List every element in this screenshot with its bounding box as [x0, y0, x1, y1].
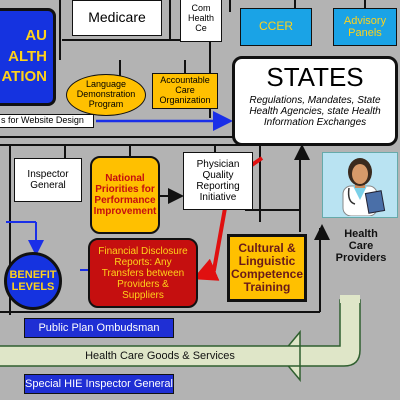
bureau-line-3: ATION — [1, 68, 47, 86]
aco-box: Accountable Care Organization — [152, 73, 218, 109]
cultural-line-1: Cultural & — [238, 240, 296, 255]
physician-line-1: Physician — [196, 159, 240, 170]
language-line-3: Program — [88, 98, 124, 109]
national-line-3: Performance — [94, 195, 156, 206]
financial-line-5: Suppliers — [122, 289, 164, 301]
providers-line-3: Providers — [335, 252, 387, 265]
advisory-line-2: Panels — [348, 27, 382, 39]
national-line-4: Improvement — [93, 206, 157, 217]
providers-line-2: Care — [348, 239, 374, 252]
special-hie-label: Special HIE Inspector General — [25, 377, 173, 390]
national-line-1: National — [105, 173, 145, 184]
commissioner-box: Com Health Ce — [180, 0, 222, 42]
states-subtitle-3: Information Exchanges — [263, 116, 367, 128]
inspector-line-1: Inspector — [27, 169, 69, 180]
aco-line-2: Care — [175, 85, 195, 96]
language-program-box: Language Demonstration Program — [66, 74, 146, 116]
physician-line-4: Initiative — [199, 192, 237, 203]
public-plan-ombudsman-box: Public Plan Ombudsman — [24, 318, 174, 338]
health-care-providers-label: Health Care Providers — [326, 222, 396, 270]
benefit-line-1: BENEFIT — [9, 268, 57, 281]
aco-line-1: Accountable — [160, 75, 210, 86]
cultural-line-2: Linguistic — [238, 253, 296, 268]
website-design-text: s for Website Design — [1, 115, 84, 126]
health-care-goods-label: Health Care Goods & Services — [60, 348, 260, 364]
physician-line-3: Reporting — [196, 181, 240, 192]
financial-line-3: Transfers between — [101, 267, 185, 279]
bureau-line-1: AU — [25, 27, 47, 45]
commissioner-line-1: Com — [191, 3, 211, 14]
national-line-2: Priorities for — [95, 184, 155, 195]
cultural-line-4: Training — [243, 280, 291, 295]
special-hie-inspector-box: Special HIE Inspector General — [24, 374, 174, 394]
language-line-1: Language — [85, 79, 127, 90]
bureau-line-2: ALTH — [8, 47, 47, 65]
cultural-competence-box: Cultural & Linguistic Competence Trainin… — [227, 234, 307, 302]
benefit-levels-circle: BENEFIT LEVELS — [4, 252, 62, 310]
states-box: STATES Regulations, Mandates, State Heal… — [232, 56, 398, 146]
bureau-box: AU ALTH ATION — [0, 8, 56, 106]
financial-line-2: Reports: Any — [114, 256, 172, 268]
ccer-label: CCER — [258, 19, 293, 34]
doctor-illustration — [322, 152, 398, 218]
inspector-general-box: Inspector General — [14, 158, 82, 202]
states-subtitle-2: Health Agencies, state Health — [249, 105, 381, 117]
physician-quality-box: Physician Quality Reporting Initiative — [183, 152, 253, 210]
physician-line-2: Quality — [202, 170, 234, 181]
commissioner-line-3: Ce — [195, 22, 207, 33]
website-design-label: s for Website Design — [0, 114, 94, 128]
advisory-panels-box: Advisory Panels — [333, 8, 397, 46]
benefit-line-2: LEVELS — [11, 281, 55, 293]
providers-line-1: Health — [344, 227, 378, 240]
language-line-2: Demonstration — [76, 89, 136, 100]
states-title: STATES — [266, 62, 364, 92]
states-subtitle-1: Regulations, Mandates, State — [249, 94, 381, 106]
medicare-box: Medicare — [72, 0, 162, 36]
inspector-line-2: General — [30, 180, 66, 191]
ombudsman-label: Public Plan Ombudsman — [38, 321, 160, 334]
financial-line-1: Financial Disclosure — [98, 245, 188, 257]
national-priorities-box: National Priorities for Performance Impr… — [90, 156, 160, 234]
advisory-line-1: Advisory — [343, 14, 387, 27]
commissioner-line-2: Health — [187, 13, 214, 24]
doctor-icon — [342, 158, 386, 216]
health-care-goods-text: Health Care Goods & Services — [85, 349, 235, 362]
medicare-label: Medicare — [88, 9, 146, 26]
aco-line-3: Organization — [159, 94, 211, 105]
cultural-line-3: Competence — [230, 267, 304, 281]
financial-line-4: Providers & — [117, 278, 169, 290]
financial-disclosure-box: Financial Disclosure Reports: Any Transf… — [88, 238, 198, 308]
ccer-box: CCER — [240, 8, 312, 46]
